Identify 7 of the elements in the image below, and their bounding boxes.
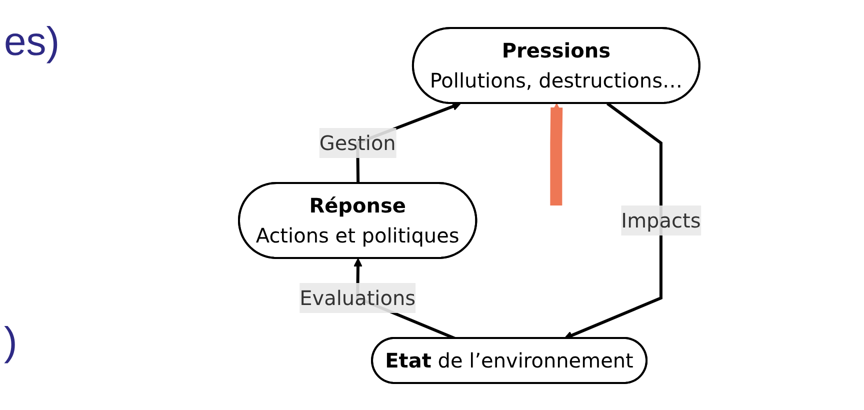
edge-label: Impacts (621, 208, 701, 232)
edge-label: Gestion (319, 130, 396, 154)
edge-label: Evaluations (300, 285, 416, 310)
arrow (564, 102, 663, 339)
partial-text: es) (4, 20, 60, 65)
arrow (550, 102, 563, 205)
partial-text: ) (4, 320, 18, 365)
